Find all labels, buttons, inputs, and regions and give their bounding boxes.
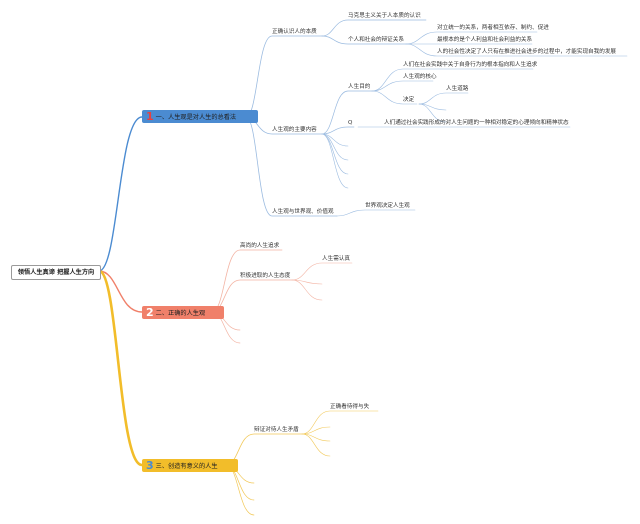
link-b3-empty-3 [225,464,255,516]
topic-marx-view[interactable]: 马克思主义关于人本质的认识 [348,13,421,19]
link-goal-core [371,80,434,92]
topic-serious-life[interactable]: 人生需认真 [322,256,350,262]
link-serious [291,262,353,281]
topic-goal-decides[interactable]: 决定 [403,97,415,103]
link-road-empty-2 [418,103,447,123]
trunk-line-2 [98,270,143,313]
link-contradiction-empty-1 [301,426,331,435]
topic-life-contradiction[interactable]: 辩证对待人生矛盾 [254,427,299,433]
link-life-road [418,92,469,105]
root-topic[interactable]: 领悟人生真谛 把握人生方向 [11,265,101,280]
branch-1-number: 1 [146,110,154,123]
link-goal [321,90,373,135]
topic-life-attitude-definition[interactable]: 人们通过社会实践形成的对人生问题的一种相对稳定的心理倾向和精神状态 [384,120,569,126]
topic-gain-loss[interactable]: 正确看待得与失 [330,404,370,410]
link-gain-loss [301,410,379,435]
topic-goal-core[interactable]: 人生观的核心 [403,74,437,80]
branch-3-number: 3 [146,459,154,472]
topic-goal-definition[interactable]: 人们在社会实践中关于自身行为的根本指向和人生追求 [403,62,538,68]
link-attitude-empty-2 [291,279,323,301]
topic-unity-relation[interactable]: 对立统一的关系，两者相互依存、制约、促进 [437,25,549,31]
topic-social-nature[interactable]: 人的社会性决定了人只有在推进社会进步的过程中，才能实现自我的发展 [437,49,617,55]
link-goal-decides [371,90,418,105]
link-worldview-decides [336,209,416,217]
topic-main-content[interactable]: 人生观的主要内容 [272,127,317,133]
branch-1-label: 一、人生观是对人生的总看法 [155,114,237,121]
topic-life-road[interactable]: 人生道路 [446,86,469,92]
link-empty-3 [321,133,349,175]
topic-dialectic-relation[interactable]: 个人和社会的辩证关系 [348,37,404,43]
link-contradiction-empty-3 [301,433,331,457]
link-dialectic [321,35,407,45]
topic-positive-attitude[interactable]: 积极进取的人生态度 [240,273,291,279]
topic-life-goal[interactable]: 人生目的 [348,84,371,90]
link-marx [321,19,427,37]
trunk-line-3 [97,269,144,467]
branch-2-label: 二、正确的人生观 [155,310,206,317]
topic-noble-pursuit[interactable]: 高尚的人生追求 [240,243,280,249]
topic-human-essence[interactable]: 正确认识人的本质 [272,29,317,35]
link-b1-essence [245,35,323,118]
link-social [405,43,628,57]
trunk-line-1 [98,116,143,272]
branch-3-label: 三、创造有意义的人生 [155,463,218,470]
branch-2-number: 2 [146,306,154,319]
topic-q-marker[interactable]: Q [348,120,353,126]
link-b2-pursuit [211,249,283,313]
link-empty-4 [321,133,349,189]
link-unity [405,31,538,45]
link-goal-def [371,68,534,92]
topic-worldview-decides[interactable]: 世界观决定人生观 [365,203,410,209]
link-q [321,126,355,135]
topic-interest-relation[interactable]: 最根本的是个人利益和社会利益的关系 [437,37,533,43]
topic-worldview-relation[interactable]: 人生观与世界观、价值观 [272,209,334,215]
